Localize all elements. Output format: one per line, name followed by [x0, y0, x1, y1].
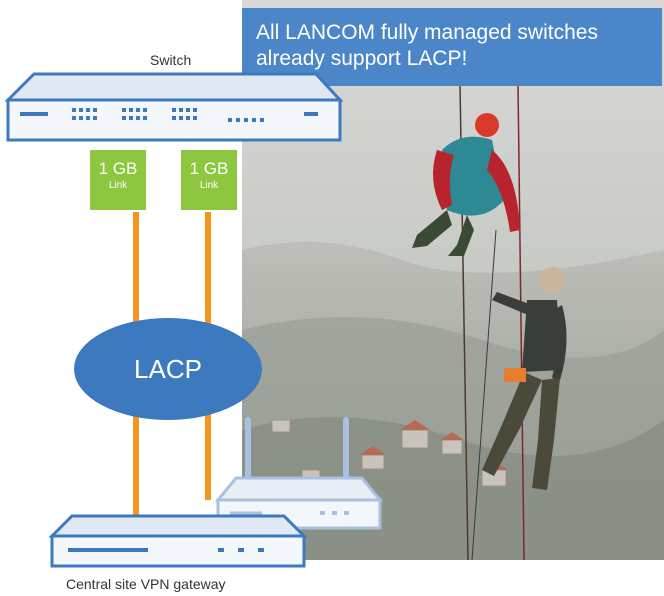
link-name: Link [199, 180, 219, 191]
link-speed: 1 GB [189, 159, 229, 178]
lacp-label: LACP [134, 353, 202, 384]
link-box-2: 1 GB Link [181, 150, 237, 210]
link-speed: 1 GB [98, 159, 138, 178]
banner-line-2: already support LACP! [256, 47, 468, 70]
router-icon [214, 417, 384, 530]
gateway-label: Central site VPN gateway [66, 576, 226, 592]
switch-icon [4, 72, 344, 142]
vpn-gateway-icon [48, 514, 308, 568]
info-banner: All LANCOM fully managed switches alread… [242, 8, 662, 86]
banner-line-1: All LANCOM fully managed switches [256, 21, 598, 44]
lower-climber [482, 267, 567, 490]
link-box-1: 1 GB Link [90, 150, 146, 210]
switch-label: Switch [150, 52, 192, 68]
link-name: Link [108, 180, 128, 191]
upper-climber [412, 113, 520, 256]
lacp-ellipse: LACP [74, 318, 262, 420]
